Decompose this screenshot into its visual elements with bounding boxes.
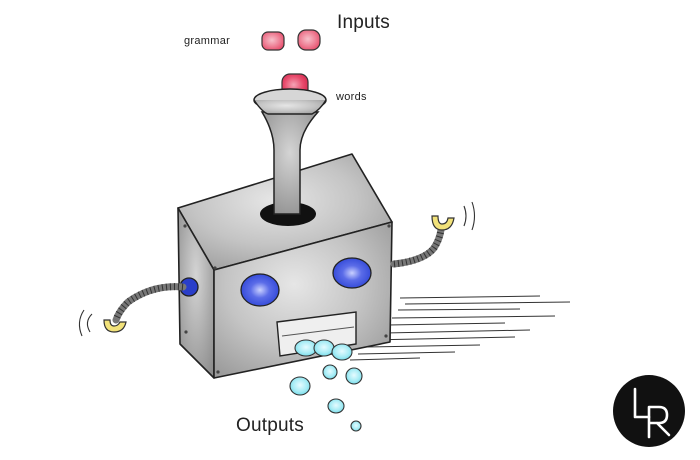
- motion-lines: [349, 295, 571, 361]
- output-block: [345, 367, 363, 385]
- output-blocks: [289, 339, 363, 432]
- input-blocks: [261, 29, 321, 99]
- output-block: [322, 364, 338, 380]
- output-block: [313, 339, 335, 357]
- rivets: [183, 224, 391, 374]
- grammar-label: grammar: [184, 35, 231, 47]
- words-label: words: [336, 91, 367, 103]
- right-arm: [390, 201, 476, 268]
- output-block: [327, 398, 345, 414]
- output-block: [289, 376, 311, 396]
- input-block-grammar-2: [297, 29, 321, 51]
- right-eye: [332, 257, 372, 289]
- left-eye: [240, 273, 280, 307]
- inputs-label: Inputs: [337, 12, 390, 33]
- left-arm: [78, 277, 199, 337]
- outputs-label: Outputs: [236, 415, 304, 436]
- lr-logo: [613, 375, 685, 447]
- output-block: [331, 343, 353, 361]
- input-funnel: [253, 88, 327, 215]
- lr-logo-letters: [633, 387, 671, 439]
- input-block-grammar-1: [261, 31, 285, 51]
- output-block: [350, 420, 362, 432]
